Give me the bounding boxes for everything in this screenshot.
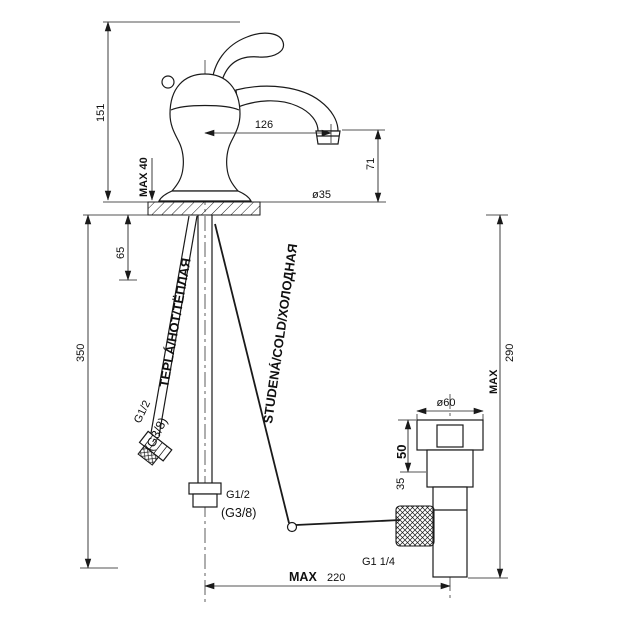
knurled-nut: [395, 505, 435, 547]
dim-drain-depth: 290 MAX: [468, 214, 516, 579]
dim-basin-thickness-max-label: 50: [394, 445, 409, 459]
cold-pipe-nut-upper: [188, 482, 222, 495]
hot-hose-left: [150, 215, 190, 434]
dim-spout-outlet-height: 71: [342, 129, 385, 203]
base-escutcheon: [158, 190, 252, 202]
dim-drain-flange-dia: ø60: [416, 397, 484, 421]
drain-plug-opening: [436, 424, 464, 448]
supply-labels: TEPLÁ/HOT/ТЁПЛАЯ STUDENÁ/COLD/ХОЛОДНАЯ: [156, 243, 300, 425]
dim-deck-thickness-max: MAX 40: [138, 157, 156, 201]
dim-drain-offset: MAX 220: [204, 570, 451, 590]
drain-assembly: [395, 419, 484, 578]
faucet-body: [158, 32, 341, 202]
side-knob: [161, 75, 175, 89]
cold-supply-label: STUDENÁ/COLD/ХОЛОДНАЯ: [260, 243, 300, 425]
supply-pipes: [137, 215, 222, 508]
spout: [235, 85, 339, 132]
hot-hose-thread-label: G1/2: [132, 399, 153, 426]
cold-hose-thread-label: G1/2: [226, 489, 250, 501]
rod-ball-joint: [286, 521, 298, 533]
fitting-tick: [143, 434, 154, 447]
body-column: [169, 73, 241, 192]
drain-thread-label: G1 1/4: [362, 556, 395, 568]
dim-deck-thickness-max-label: MAX 40: [138, 157, 150, 197]
dim-drain-flange-dia-label: ø60: [437, 397, 456, 409]
fitting-tick: [153, 442, 163, 454]
dim-drain-offset-label: 220: [327, 572, 345, 584]
dim-shank-clearance: 65: [115, 214, 137, 281]
dim-shank-clearance-label: 65: [115, 247, 127, 259]
hot-hose-fitting: [137, 430, 173, 466]
dim-spout-outlet-height-label: 71: [365, 158, 377, 170]
lever-handle: [211, 32, 285, 85]
fitting-tick: [148, 438, 158, 451]
drain-body: [426, 449, 474, 488]
body-seam: [170, 104, 240, 111]
dim-basin-thickness-min-label: 35: [395, 478, 407, 490]
cold-hose-thread-alt-label: (G3/8): [221, 506, 256, 520]
dim-hose-length-label: 350: [75, 344, 87, 362]
deck-hatched-plate: [147, 201, 261, 216]
dim-spout-reach-label: 126: [255, 119, 273, 131]
cold-pipe-nut-lower: [192, 493, 218, 508]
pop-up-linkage: [214, 223, 401, 533]
horizontal-rod: [295, 519, 401, 526]
dim-drain-depth-label: 290: [504, 344, 516, 362]
dim-spout-reach: 126: [204, 119, 332, 143]
thread-labels: G1/2 (G3/8) G1/2 (G3/8) G1 1/4: [132, 399, 395, 568]
hot-supply-label: TEPLÁ/HOT/ТЁПЛАЯ: [156, 257, 194, 389]
hot-hose-right: [158, 215, 198, 437]
dim-hose-length: 350: [75, 214, 118, 569]
drain-tailpipe: [432, 486, 468, 578]
pop-up-rod: [214, 223, 290, 524]
dim-drain-offset-max-label: MAX: [289, 570, 317, 584]
dim-mounting-hole-label: ø35: [312, 189, 331, 201]
dim-overall-height-label: 151: [95, 104, 107, 122]
fitting-tick: [158, 445, 168, 458]
dim-drain-depth-max-label: MAX: [488, 369, 500, 394]
dim-basin-thickness: 50 35: [394, 419, 426, 490]
fitting-knurl: [137, 445, 160, 466]
dimensions: 151 126 71 MAX 40 ø35 65 350: [75, 21, 516, 590]
dim-overall-height: 151: [95, 21, 240, 201]
mounting-deck: [83, 201, 386, 216]
